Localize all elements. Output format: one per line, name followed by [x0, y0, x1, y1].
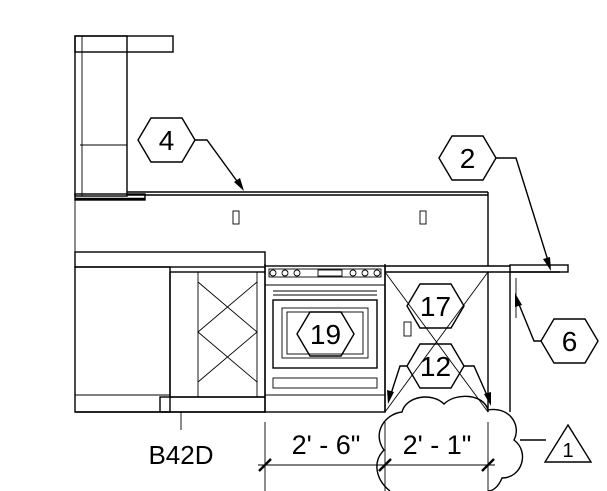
- tag-4-arrowhead: [234, 178, 244, 191]
- tag-12-label: 12: [420, 351, 451, 382]
- tag-12-group: 12: [387, 343, 491, 406]
- upper-band: [74, 191, 489, 266]
- tag-19-hexagon: [296, 311, 355, 357]
- tag-19-label: 19: [310, 319, 341, 350]
- revision-label: 1: [562, 440, 573, 462]
- dishwasher-cabinet: [384, 271, 517, 413]
- revision-triangle: [543, 423, 593, 463]
- tag-12-leader-right: [464, 365, 491, 403]
- tag-12-leader-left: [388, 365, 407, 401]
- dimension-right-text: 2' - 1": [403, 430, 472, 460]
- tag-17-label: 17: [420, 291, 451, 322]
- tag-17-group: 17: [406, 283, 465, 329]
- cabinet-label: B42D: [148, 440, 213, 470]
- tag-4-label: 4: [159, 125, 175, 156]
- dimension-lines: [258, 422, 495, 491]
- revision-delta-group: 1: [520, 423, 593, 463]
- tag-6-label: 6: [562, 326, 578, 357]
- tall-cabinet-left: [74, 35, 174, 201]
- tag-12-arrowhead-left: [387, 390, 394, 404]
- tag-6-hexagon: [540, 318, 599, 364]
- tag-6-arrowhead: [515, 293, 522, 307]
- tag-2-arrowhead: [543, 257, 551, 271]
- tag-17-hexagon: [406, 283, 465, 329]
- base-cabinets-left: [74, 266, 266, 413]
- tag-2-group: 2: [438, 135, 551, 271]
- tag-4-group: 4: [137, 117, 244, 191]
- tag-6-group: 6: [515, 293, 599, 364]
- dimension-left-text: 2' - 6": [292, 430, 361, 460]
- tag-12-arrowhead-right: [484, 392, 491, 406]
- revision-cloud: [376, 395, 524, 491]
- tag-2-label: 2: [460, 143, 476, 174]
- tag-6-leader: [515, 296, 541, 342]
- tag-4-leader: [195, 139, 243, 189]
- tag-19-group: 19: [296, 311, 355, 357]
- tag-2-leader: [496, 157, 551, 268]
